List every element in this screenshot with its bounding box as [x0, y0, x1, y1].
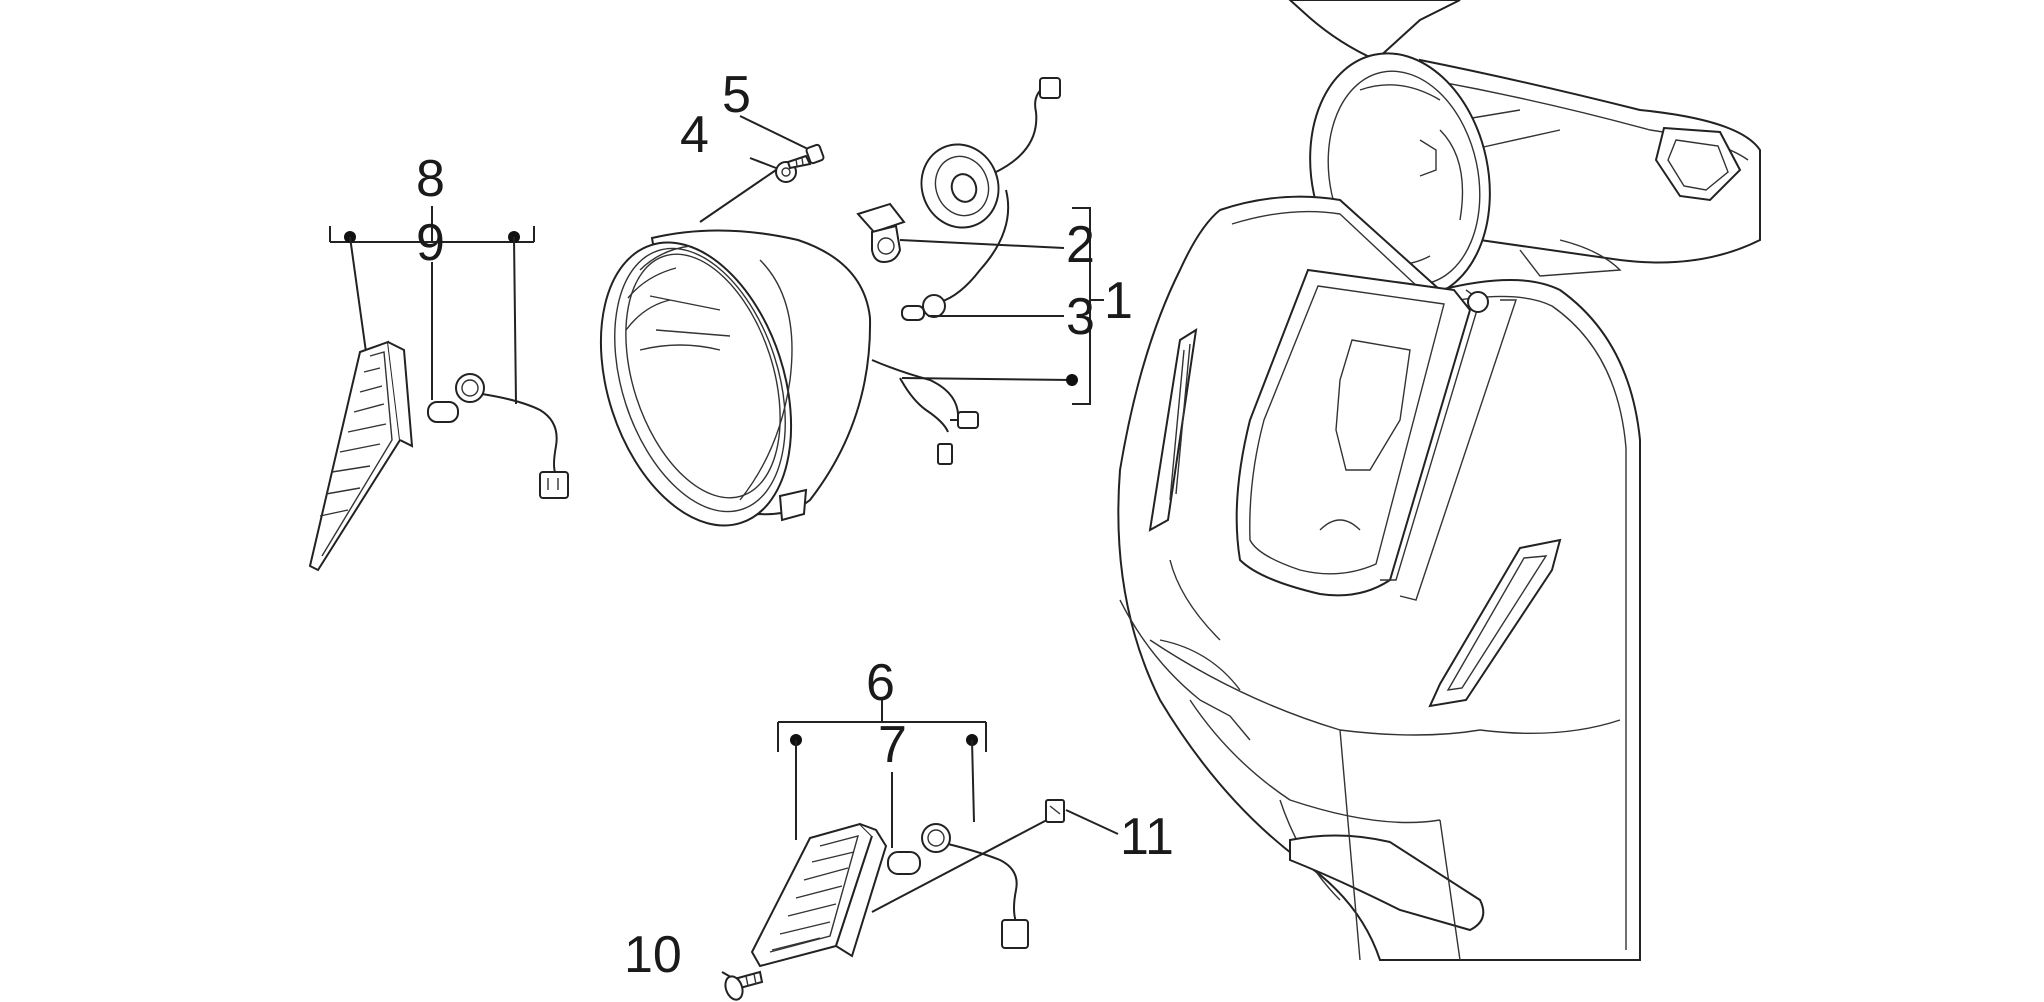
screw: [786, 143, 825, 170]
callout-9: 9: [416, 214, 445, 272]
left-indicator-bulb: [427, 401, 459, 423]
right-indicator-lens: [750, 822, 888, 968]
callout-8: 8: [416, 150, 445, 208]
right-indicator-bulb: [887, 851, 921, 875]
callout-4: 4: [680, 106, 709, 164]
left-turn-signal-assembly: [308, 206, 569, 572]
callout-labels: 1 2 3 4 5 6 7 8 9 10 11: [416, 66, 1174, 984]
headlight-assembly: [599, 77, 1104, 527]
screw-10: [721, 970, 764, 1001]
callout-11: 11: [1120, 808, 1174, 866]
callout-2: 2: [1066, 216, 1095, 274]
right-turn-signal-assembly: [721, 700, 1119, 1001]
headlight-bulb: [856, 202, 906, 264]
callout-7: 7: [878, 716, 907, 774]
left-indicator-socket: [455, 373, 569, 499]
callout-10: 10: [624, 926, 682, 984]
parking-light-bulb: [901, 294, 946, 321]
clip-11: [1045, 799, 1119, 835]
rubber-boot: [920, 143, 1000, 229]
left-indicator-lens: [308, 340, 414, 572]
headlight-housing: [599, 229, 872, 527]
callout-5: 5: [722, 66, 751, 124]
callout-3: 3: [1066, 288, 1095, 346]
scooter-front-body: [1117, 0, 1761, 961]
right-indicator-socket: [921, 823, 1029, 949]
callout-6: 6: [866, 654, 895, 712]
callout-1: 1: [1104, 272, 1133, 330]
